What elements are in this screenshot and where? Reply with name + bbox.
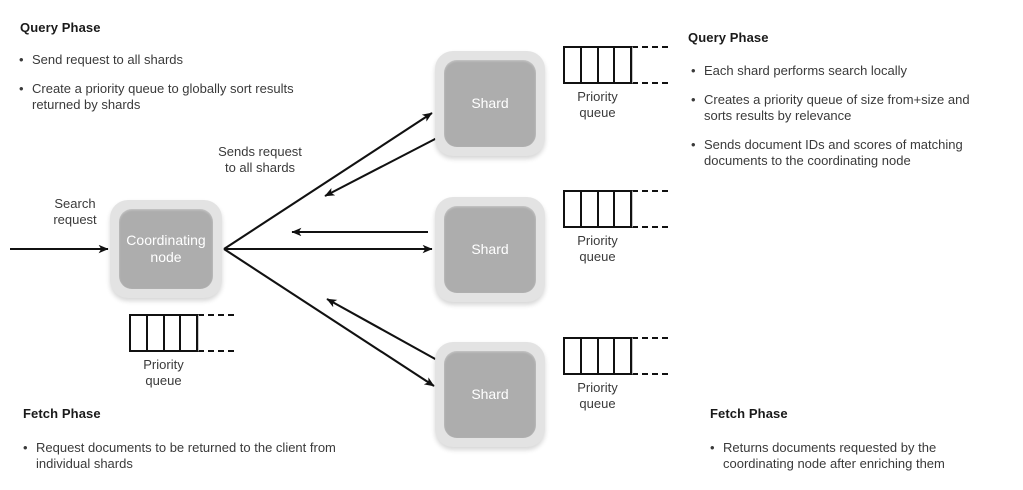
priority-queue-label: Priority queue [577,380,618,411]
coordinating-node[interactable]: Coordinating node [110,200,222,298]
priority-queue-cell [165,316,182,350]
priority-queue-cell [615,192,630,226]
priority-queue-overflow-dashes [632,190,668,228]
priority-queue-label: Priority queue [577,89,618,120]
priority-queue-shard-3: Priority queue [563,337,668,412]
list-item-label: Creates a priority queue of size from+si… [704,92,970,123]
left-query-phase-bullets: • Send request to all shards • Create a … [18,52,308,113]
right-query-phase-bullets: • Each shard performs search locally • C… [690,63,1000,169]
priority-queue-cells [563,337,668,375]
shard-node-1[interactable]: Shard [435,51,545,156]
priority-queue-solid [129,314,198,352]
priority-queue-cells [129,314,234,352]
right-fetch-phase-title: Fetch Phase [710,406,788,421]
priority-queue-cell [615,48,630,82]
priority-queue-solid [563,190,632,228]
arrow-hub-to-shard-1 [223,112,433,250]
priority-queue-label: Priority queue [143,357,184,388]
list-item-label: Each shard performs search locally [704,63,908,78]
priority-queue-shard-2: Priority queue [563,190,668,265]
priority-queue-cell [582,339,599,373]
priority-queue-cell [565,48,582,82]
priority-queue-overflow-dashes [632,46,668,84]
list-item-label: Create a priority queue to globally sort… [32,81,294,112]
bullet-icon: • [691,92,696,107]
left-fetch-phase-title: Fetch Phase [23,406,101,421]
priority-queue-coordinating-node: Priority queue [129,314,234,389]
shard-node-3-label: Shard [444,351,536,438]
bullet-icon: • [19,52,24,67]
right-query-phase-title: Query Phase [688,30,769,45]
priority-queue-solid [563,337,632,375]
list-item: • Create a priority queue to globally so… [18,81,308,113]
left-fetch-phase-bullets: • Request documents to be returned to th… [22,440,352,472]
priority-queue-cell [599,192,616,226]
priority-queue-cell [565,192,582,226]
arrow-shard-1-to-hub [324,137,438,197]
priority-queue-cell [565,339,582,373]
shard-node-3[interactable]: Shard [435,342,545,447]
list-item: • Each shard performs search locally [690,63,1000,79]
bullet-icon: • [710,440,715,455]
bullet-icon: • [23,440,28,455]
right-fetch-phase-bullets: • Returns documents requested by the coo… [709,440,1009,472]
arrow-shard-3-to-hub [326,298,438,361]
priority-queue-overflow-dashes [198,314,234,352]
priority-queue-cell [181,316,196,350]
priority-queue-cell [131,316,148,350]
priority-queue-cell [582,192,599,226]
list-item: • Send request to all shards [18,52,308,68]
list-item: • Creates a priority queue of size from+… [690,92,1000,124]
list-item: • Request documents to be returned to th… [22,440,352,472]
list-item-label: Returns documents requested by the coord… [723,440,945,471]
priority-queue-cell [615,339,630,373]
arrow-hub-to-shard-3 [223,248,435,387]
priority-queue-label: Priority queue [577,233,618,264]
priority-queue-shard-1: Priority queue [563,46,668,121]
bullet-icon: • [19,81,24,96]
list-item-label: Send request to all shards [32,52,184,67]
priority-queue-cell [148,316,165,350]
list-item-label: Sends document IDs and scores of matchin… [704,137,963,168]
shard-node-2[interactable]: Shard [435,197,545,302]
list-item: • Sends document IDs and scores of match… [690,137,1000,169]
caption-search-request-hidden: Sends request to all shards [218,144,302,175]
priority-queue-cell [599,48,616,82]
shard-node-1-label: Shard [444,60,536,147]
bullet-icon: • [691,63,696,78]
priority-queue-solid [563,46,632,84]
list-item: • Returns documents requested by the coo… [709,440,1009,472]
shard-node-2-label: Shard [444,206,536,293]
caption-search-request: Search request [53,196,97,227]
left-query-phase-title: Query Phase [20,20,101,35]
priority-queue-cell [599,339,616,373]
priority-queue-cells [563,190,668,228]
priority-queue-cells [563,46,668,84]
priority-queue-cell [582,48,599,82]
bullet-icon: • [691,137,696,152]
priority-queue-overflow-dashes [632,337,668,375]
list-item-label: Request documents to be returned to the … [36,440,336,471]
coordinating-node-label: Coordinating node [119,209,213,289]
